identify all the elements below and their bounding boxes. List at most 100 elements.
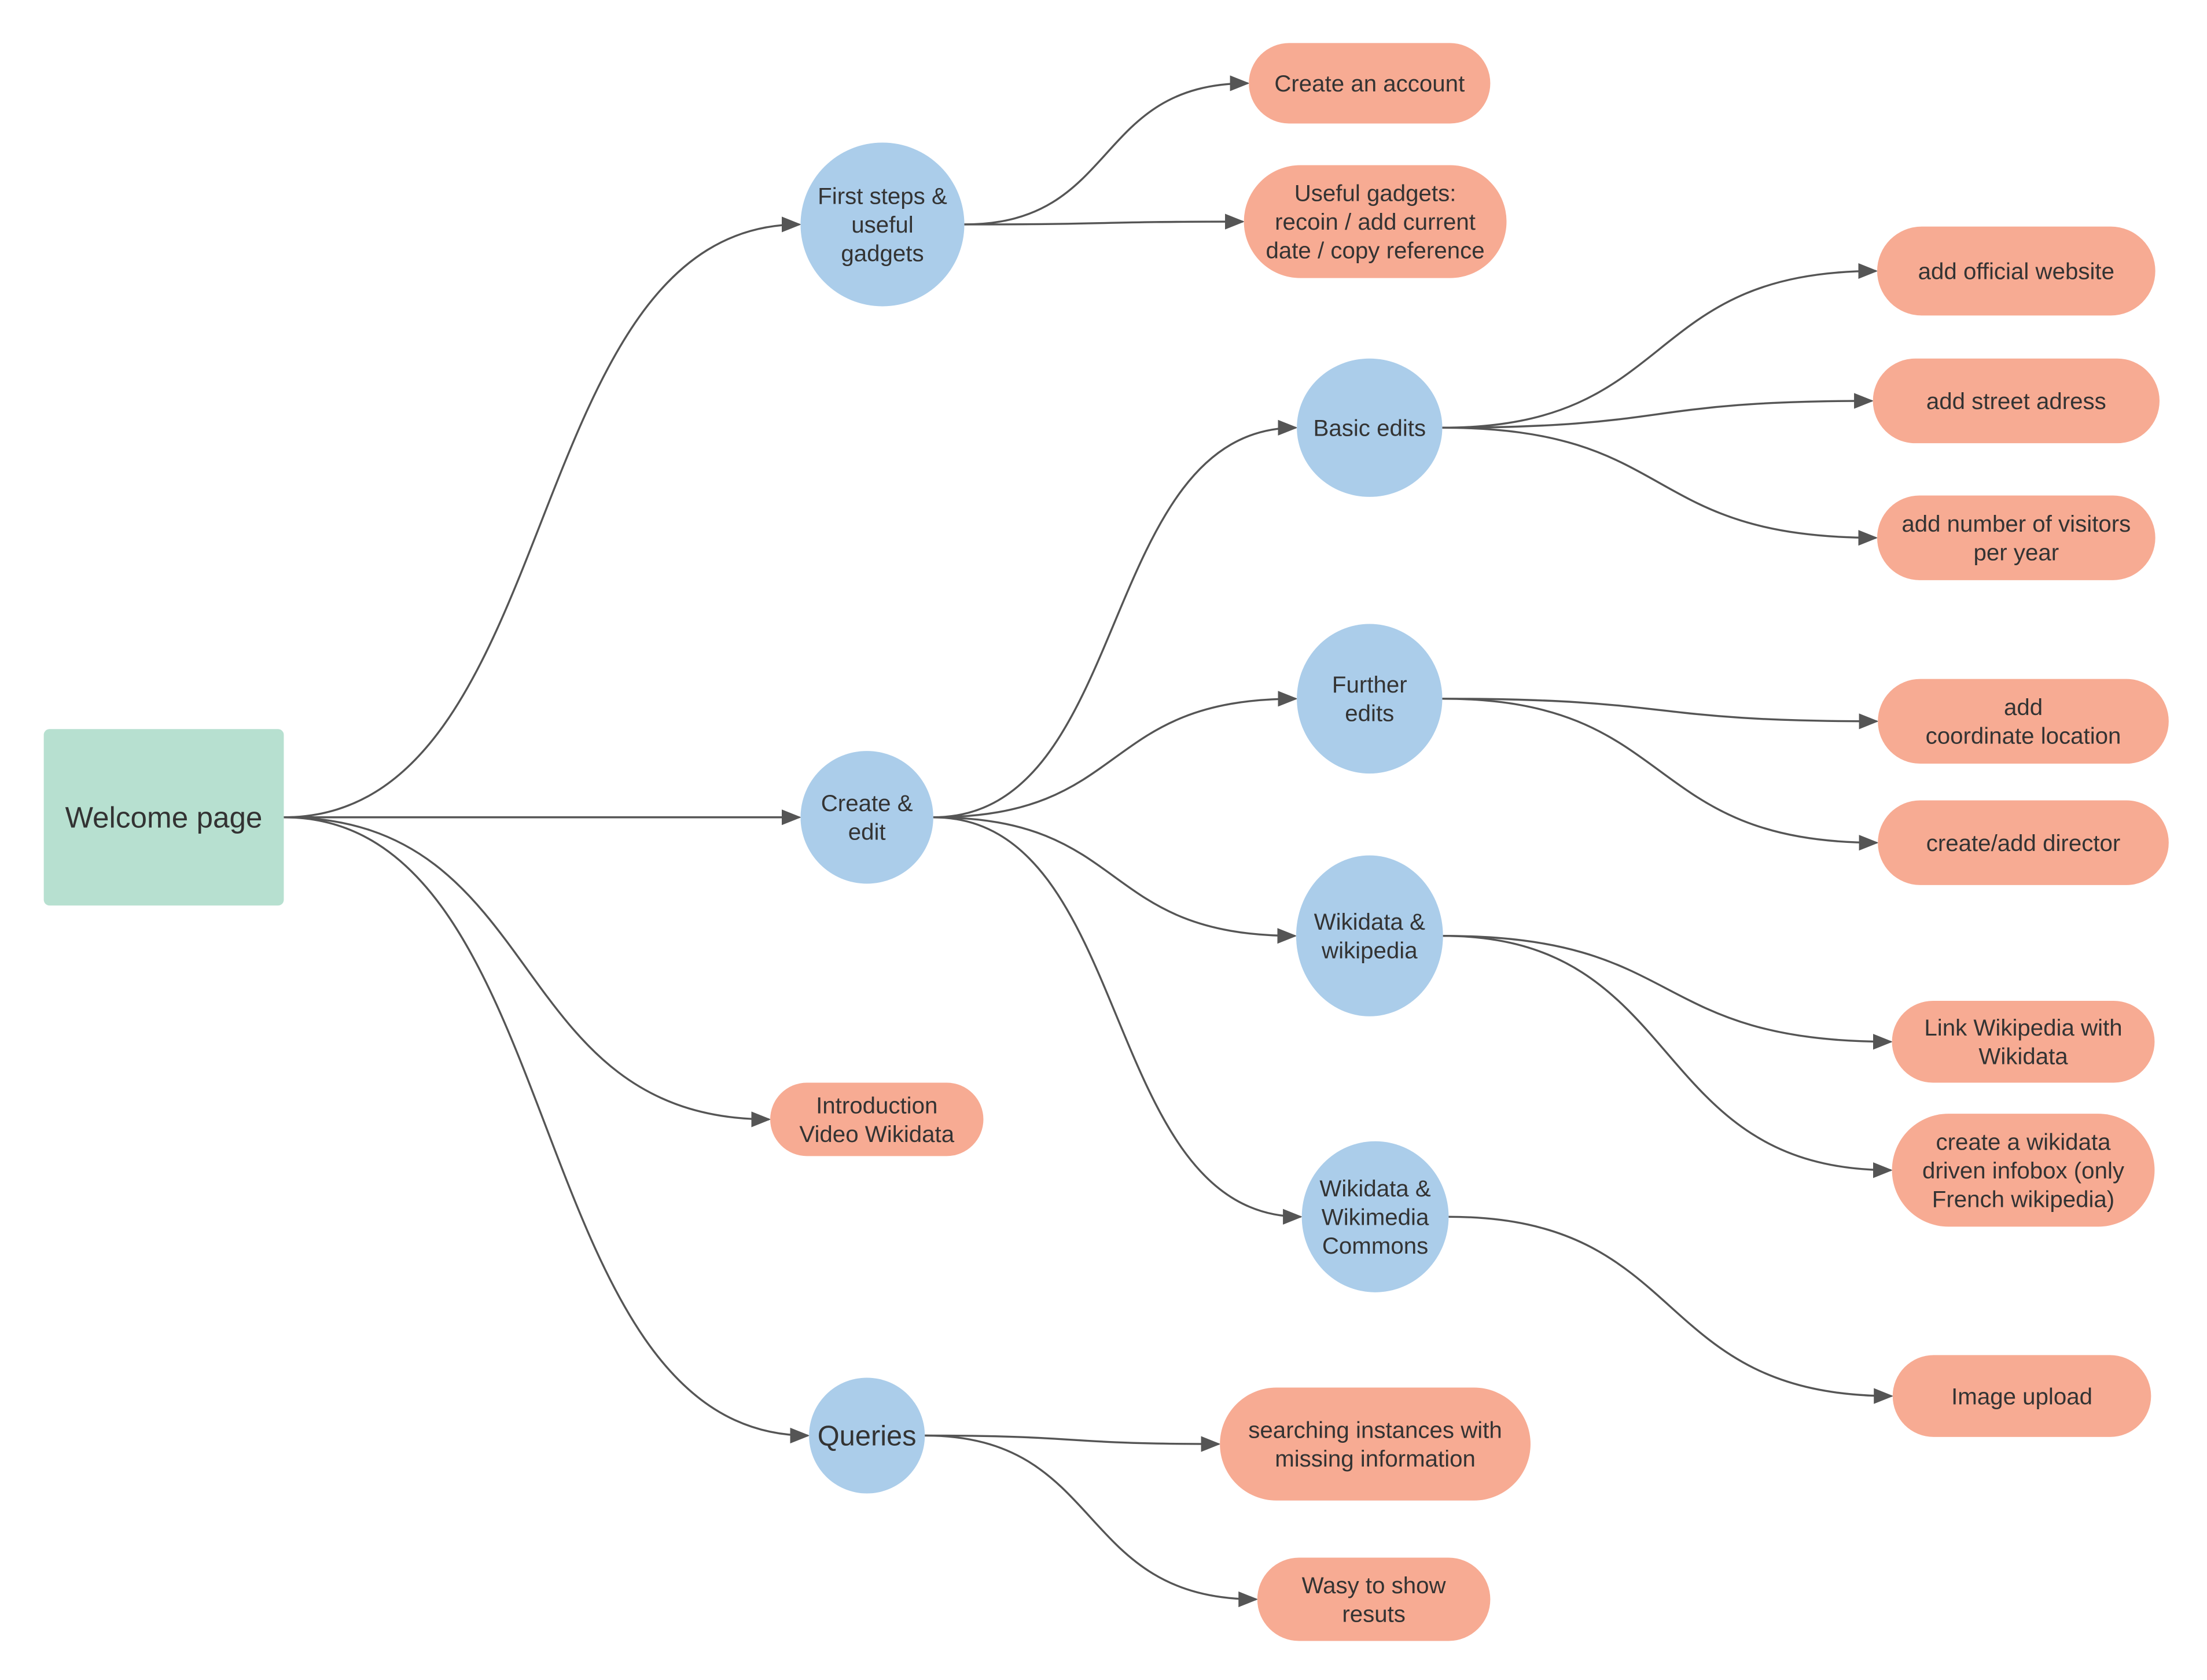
node-label-line: add number of visitors (1901, 511, 2131, 537)
node-director: create/add director (1878, 800, 2169, 885)
node-label-line: Video Wikidata (799, 1121, 954, 1147)
node-shape-create-account (1249, 43, 1491, 124)
node-welcome: Welcome page (43, 729, 284, 906)
node-label-line: Commons (1322, 1233, 1428, 1259)
edge-welcome-to-queries (284, 816, 810, 1444)
node-label-useful-gadgets: Useful gadgets:recoin / add current date … (1266, 180, 1484, 264)
node-label-basic-edits: Basic edits (1313, 415, 1426, 441)
edge-further-edits-to-coordinate (1442, 698, 1879, 730)
node-label-create-account: Create an account (1274, 71, 1465, 97)
edge-wd-commons-to-image-upload (1448, 1215, 1894, 1404)
node-shape-queries (809, 1377, 925, 1494)
node-shape-official-website (1877, 226, 2155, 316)
node-label-line: Introduction (816, 1092, 937, 1118)
node-coordinate: add coordinate location (1878, 679, 2169, 764)
edge-wd-wp-to-link-wp (1443, 935, 1893, 1050)
node-label-line: add (2004, 694, 2043, 720)
edge-basic-edits-to-official-website (1442, 263, 1878, 429)
node-label-line: recoin / add current (1275, 209, 1476, 235)
node-label-line: French wikipedia) (1932, 1186, 2114, 1212)
node-shape-create-edit (800, 751, 933, 884)
node-useful-gadgets: Useful gadgets:recoin / add current date … (1244, 165, 1507, 278)
node-label-line: Wikidata & (1319, 1176, 1431, 1202)
node-shape-useful-gadgets (1244, 165, 1507, 278)
node-label-wd-wp: Wikidata & wikipedia (1314, 909, 1426, 964)
node-label-searching: searching instances with missing informat… (1248, 1417, 1502, 1472)
node-label-director: create/add director (1926, 830, 2121, 856)
node-wd-wp: Wikidata & wikipedia (1296, 855, 1443, 1016)
node-label-line: per year (1973, 539, 2059, 565)
node-label-line: edits (1345, 701, 1394, 727)
node-label-first-steps: First steps & useful gadgets (818, 183, 947, 267)
node-label-line: First steps & (818, 183, 947, 209)
node-label-line: Link Wikipedia with (1924, 1015, 2122, 1041)
node-label-line: wikipedia (1321, 938, 1418, 964)
edge-create-edit-to-basic-edits (933, 419, 1298, 819)
edge-basic-edits-to-street-adress (1442, 393, 1874, 429)
node-official-website: add official website (1877, 226, 2155, 316)
node-label-image-upload: Image upload (1951, 1383, 2092, 1409)
node-basic-edits: Basic edits (1297, 358, 1443, 497)
node-label-line: useful (851, 212, 913, 238)
node-label-line: resuts (1342, 1601, 1406, 1627)
node-shape-intro-video (770, 1082, 984, 1156)
node-label-line: Basic edits (1313, 415, 1426, 441)
node-label-line: date / copy reference (1266, 238, 1484, 264)
edge-wd-wp-to-infobox (1443, 935, 1893, 1178)
edges-layer (284, 75, 1894, 1608)
node-label-line: add street adress (1926, 388, 2106, 414)
edge-queries-to-wasy (925, 1434, 1259, 1608)
node-queries: Queries (809, 1377, 925, 1494)
node-shape-image-upload (1892, 1355, 2151, 1437)
node-shape-visitors (1877, 495, 2155, 580)
node-label-line: coordinate location (1926, 723, 2121, 749)
node-label-line: missing information (1275, 1446, 1476, 1472)
node-label-line: Wikidata & (1314, 909, 1426, 935)
node-create-account: Create an account (1249, 43, 1491, 124)
node-label-line: create/add director (1926, 830, 2121, 856)
node-wasy: Wasy to show resuts (1257, 1557, 1491, 1641)
node-label-line: Wasy to show (1302, 1572, 1447, 1598)
node-shape-link-wp (1892, 1000, 2155, 1083)
node-label-line: Welcome page (65, 801, 263, 834)
node-label-line: searching instances with (1248, 1417, 1502, 1443)
node-label-line: Queries (818, 1421, 917, 1452)
node-shape-first-steps (800, 142, 965, 307)
node-label-further-edits: Further edits (1332, 672, 1407, 727)
node-image-upload: Image upload (1892, 1355, 2151, 1437)
node-shape-infobox (1892, 1114, 2155, 1227)
edge-create-edit-to-wd-commons (933, 816, 1303, 1225)
node-create-edit: Create &edit (800, 751, 933, 884)
node-label-line: gadgets (841, 241, 924, 267)
node-label-line: create a wikidata (1936, 1129, 2111, 1155)
node-label-line: add official website (1918, 259, 2114, 285)
node-label-wasy: Wasy to show resuts (1302, 1572, 1447, 1627)
node-label-line: driven infobox (only (1922, 1158, 2125, 1184)
node-label-line: Useful gadgets: (1294, 180, 1456, 207)
node-shape-wd-commons (1301, 1141, 1449, 1292)
node-label-line: Create an account (1274, 71, 1465, 97)
node-label-line: Further (1332, 672, 1407, 698)
node-label-line: edit (848, 819, 886, 845)
node-shape-coordinate (1878, 679, 2169, 764)
edge-basic-edits-to-visitors (1442, 426, 1878, 546)
node-shape-further-edits (1297, 624, 1443, 774)
node-shape-street-adress (1873, 358, 2160, 444)
node-label-line: Wikidata (1978, 1044, 2068, 1070)
node-label-coordinate: add coordinate location (1926, 694, 2121, 749)
edge-create-edit-to-wd-wp (933, 816, 1297, 944)
node-label-welcome: Welcome page (65, 801, 263, 834)
edge-queries-to-searching (925, 1434, 1221, 1452)
node-street-adress: add street adress (1873, 358, 2160, 444)
node-searching: searching instances with missing informat… (1220, 1387, 1531, 1501)
node-label-line: Wikimedia (1322, 1204, 1429, 1230)
